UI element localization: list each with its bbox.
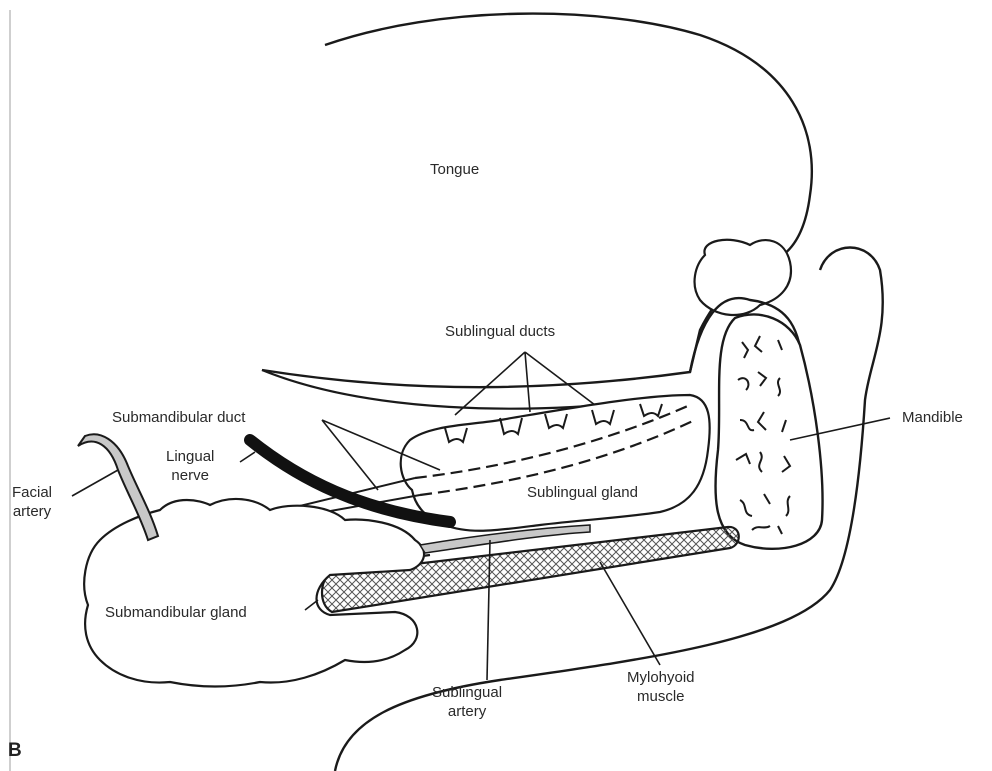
label-submandibular-duct: Submandibular duct [112, 408, 245, 427]
label-sublingual-gland: Sublingual gland [527, 483, 638, 502]
gum-bump [695, 240, 791, 315]
panel-letter: B [8, 740, 22, 762]
label-mandible: Mandible [902, 408, 963, 427]
label-facial-artery-line1: Facial [12, 483, 52, 502]
label-tongue: Tongue [430, 160, 479, 179]
label-mylohyoid-line1: Mylohyoid [627, 668, 695, 687]
label-sublingual-artery-line1: Sublingual [432, 683, 502, 702]
label-lingual-nerve-line1: Lingual [166, 447, 214, 466]
label-sublingual-ducts: Sublingual ducts [445, 322, 555, 341]
label-mylohyoid-line2: muscle [627, 687, 695, 706]
label-submandibular-gland: Submandibular gland [105, 603, 247, 622]
mandible-outline [715, 314, 822, 548]
label-facial-artery-line2: artery [12, 502, 52, 521]
label-sublingual-artery: Sublingual artery [432, 683, 502, 721]
facial-artery [78, 434, 158, 540]
label-sublingual-artery-line2: artery [432, 702, 502, 721]
label-lingual-nerve-line2: nerve [166, 466, 214, 485]
label-facial-artery: Facial artery [12, 483, 52, 521]
label-lingual-nerve: Lingual nerve [166, 447, 214, 485]
label-mylohyoid-muscle: Mylohyoid muscle [627, 668, 695, 706]
